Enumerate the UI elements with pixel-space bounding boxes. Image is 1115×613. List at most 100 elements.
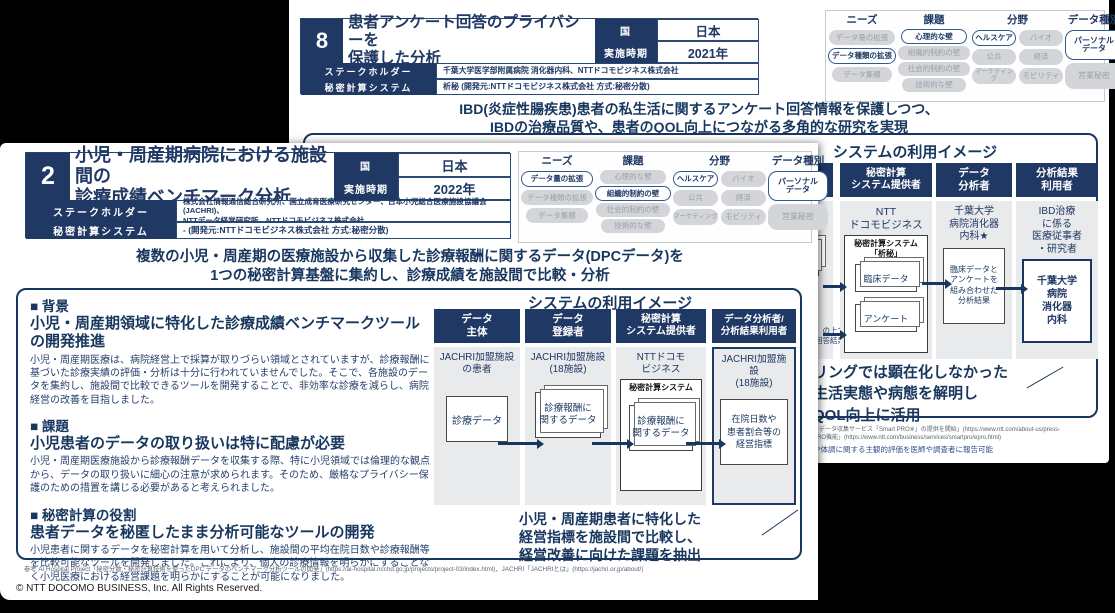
slide8-period-value: 2021年 (657, 41, 759, 63)
document-icon: 臨床データと アンケートを 組み合わせた 分析結果 (943, 247, 1005, 324)
tag-col-issues: 課題 心理的な壁 組織的制約の壁 社会的制約の壁 技術的な壁 (595, 155, 671, 239)
tag-pill: マーケティング (972, 68, 1016, 84)
column-body: 千葉大学 病院消化器 内科★ (949, 206, 999, 242)
tag-pill: 組織的制約の壁 (898, 46, 970, 60)
document-icon: 診療報酬に 関するデータ (535, 392, 601, 439)
tag-pill: 営業秘密 (1065, 63, 1115, 89)
slide2-country-value: 日本 (398, 153, 511, 177)
document-icon: 診療報酬に 関するデータ (629, 405, 693, 452)
slide2-title: 小児・周産期病院における施設間の 診療成績ベンチマーク分析 (70, 145, 334, 207)
tag-col-title: 分野 (709, 155, 730, 167)
secure-computing-label: 秘密計算システム (629, 383, 693, 393)
document-icon: 在院日数や 患者割合等の 経営指標 (720, 398, 788, 465)
tag-pill: 社会的制約の壁 (596, 203, 670, 217)
column-panel: JACHRI加盟施設 (18施設) 在院日数や 患者割合等の 経営指標 (712, 347, 796, 505)
slide2-diagram: システムの利用イメージ データ 主体 JACHRI加盟施設 の患者 診療データ … (420, 292, 800, 563)
tag-pill: バイオ (1019, 30, 1063, 46)
column-body: JACHRI加盟施設 (18施設) (530, 352, 606, 376)
document-icon: アンケート (855, 304, 917, 333)
tag-pill: データ集積 (526, 208, 588, 223)
caption-connector-line (761, 509, 799, 536)
slide-2-sheet: 2 小児・周産期病院における施設間の 診療成績ベンチマーク分析 国 日本 実施時… (0, 143, 828, 600)
tag-col-title: ニーズ (541, 155, 573, 167)
slide8-col-provider: 秘密計算 システム提供者 NTT ドコモビジネス 秘密計算システム 「析秘」 臨… (840, 163, 932, 359)
slide2-col-provider: 秘密計算 システム提供者 NTTドコモ ビジネス 秘密計算システム 診療報酬に … (616, 309, 706, 505)
tag-col-fields: 分野 ヘルスケア バイオ 公共 経済 マーケティング モビリティ (673, 155, 766, 239)
slide8-number: 8 (301, 19, 343, 63)
tag-pill: データ種類の拡張 (521, 190, 593, 205)
tag-col-datatype: データ種別 パーソナル データ 営業秘密 (1065, 14, 1115, 98)
slide8-stakeholder-label: ステークホルダー (301, 63, 436, 79)
tag-pill: パーソナル データ (1065, 30, 1115, 60)
flow-arrow (996, 287, 1022, 290)
tag-col-datatype: データ種別 パーソナル データ 営業秘密 (768, 155, 828, 239)
tag-pill: 社会的制約の壁 (898, 62, 970, 76)
section-heading: ■ 課題 (30, 419, 69, 435)
column-header: データ分析者/ 分析結果利用者 (712, 309, 796, 343)
flow-arrow (686, 442, 720, 445)
column-body: JACHRI加盟施設 (18施設) (721, 354, 787, 390)
tag-col-title: 分野 (1007, 14, 1028, 26)
tag-pill: パーソナル データ (768, 171, 828, 201)
slide2-number: 2 (26, 153, 70, 200)
slide2-col-registrant: データ 登録者 JACHRI加盟施設 (18施設) 診療報酬に 関するデータ (525, 309, 611, 505)
secure-computing-box: 秘密計算システム 診療報酬に 関するデータ (620, 379, 702, 492)
slide2-system-value: - (開発元:NTTドコモビジネス株式会社 方式:秘密分散) (176, 222, 511, 239)
column-header: データ 主体 (434, 309, 520, 343)
flow-arrow (823, 285, 841, 288)
tag-col-needs: ニーズ データ量の拡張 データ種類の拡張 データ集積 (828, 14, 896, 98)
slide8-caption: リングでは顕在化しなかった 生活実態や病態を解明し QOL向上に活用 (813, 364, 1009, 424)
column-header: 秘密計算 システム提供者 (840, 163, 932, 197)
tag-pill: データ集積 (832, 67, 892, 82)
section-heading: ■ 背景 (30, 299, 69, 314)
tag-col-title: 課題 (622, 155, 644, 167)
tag-pill: モビリティ (721, 209, 766, 225)
slide8-footnote-1: るデータ収集サービス「Smart PRO※」の提供を開始」(https://ww… (813, 427, 1061, 433)
slide8-stakeholder-value: 千葉大学医学部附属病院 消化器内科、NTTドコモビジネス株式会社 (436, 63, 759, 79)
tag-pill: データ量の拡張 (829, 30, 895, 45)
slide8-header: 8 患者アンケート回答のプライバシーを 保護した分析 国 日本 実施時期 202… (300, 14, 759, 95)
tag-col-issues: 課題 心理的な壁 組織的制約の壁 社会的制約の壁 技術的な壁 (898, 14, 970, 98)
tag-pill: マーケティング (673, 209, 718, 225)
tag-pill: 公共 (673, 190, 718, 206)
slide2-subtitle: 複数の小児・周産期の医療施設から収集した診療報酬に関するデータ(DPCデータ)を… (136, 249, 684, 284)
section-body: 小児患者に関するデータを秘密計算を用いて分析し、施設間の平均在院日数や診療報酬等… (30, 544, 430, 583)
slide8-col-analyst: データ 分析者 千葉大学 病院消化器 内科★ 臨床データと アンケートを 組み合… (936, 163, 1012, 359)
document-icon: 診療データ (446, 396, 508, 443)
tag-pill: 公共 (972, 49, 1016, 65)
column-panel: JACHRI加盟施設 (18施設) 診療報酬に 関するデータ (525, 347, 611, 505)
tag-col-title: データ種別 (771, 155, 825, 167)
slide8-period-label: 実施時期 (595, 41, 657, 63)
column-header: データ 分析者 (936, 163, 1012, 197)
column-panel: JACHRI加盟施設 の患者 診療データ (434, 347, 520, 505)
slide2-header: 2 小児・周産期病院における施設間の 診療成績ベンチマーク分析 国 日本 実施時… (25, 145, 511, 239)
tag-col-title: ニーズ (846, 14, 878, 26)
slide2-system-label: 秘密計算システム (26, 222, 176, 239)
tag-pill: 経済 (721, 190, 766, 206)
tag-pill: データ種類の拡張 (828, 48, 896, 64)
slide2-text-column: ■ 背景 小児・周産期領域に特化した診療成績ベンチマークツールの開発推進 小児・… (30, 295, 430, 584)
result-user-box: 千葉大学 病院 消化器 内科 (1022, 259, 1092, 343)
section-subheading: 小児・周産期領域に特化した診療成績ベンチマークツールの開発推進 (30, 315, 421, 351)
slide8-system-label: 秘密計算システム (301, 79, 436, 95)
tag-pill: 技術的な壁 (601, 219, 665, 233)
tag-pill: 心理的な壁 (600, 170, 666, 184)
slide2-stakeholder-value: 株式会社情報通信総合研究所、国立成育医療研究センター、日本小児総合医療施設協議会… (176, 197, 511, 225)
tag-pill: ヘルスケア (673, 171, 718, 187)
section-subheading: 小児患者のデータの取り扱いは特に配慮が必要 (30, 435, 346, 453)
slide2-country-label: 国 (334, 153, 398, 177)
tag-col-fields: 分野 ヘルスケア バイオ 公共 経済 マーケティング モビリティ (972, 14, 1063, 98)
column-header: 分析結果 利用者 (1016, 163, 1098, 197)
slide8-col-result-user: 分析結果 利用者 IBD治療 に係る 医療従事者 ・研究者 千葉大学 病院 消化… (1016, 163, 1098, 359)
slide8-diagram-title: システムの利用イメージ (832, 144, 998, 161)
slide2-content-box: ■ 背景 小児・周産期領域に特化した診療成績ベンチマークツールの開発推進 小児・… (16, 288, 802, 583)
flow-arrow (823, 333, 841, 336)
slide8-title: 患者アンケート回答のプライバシーを 保護した分析 (343, 14, 595, 67)
section-heading: ■ 秘密計算の役割 (30, 507, 137, 523)
tag-pill: ヘルスケア (972, 30, 1016, 46)
column-header: 秘密計算 システム提供者 (616, 309, 706, 343)
slide2-period-label: 実施時期 (334, 177, 398, 200)
slide8-subtitle: IBD(炎症性腸疾患)患者の私生活に関するアンケート回答情報を保護しつつ、 IB… (459, 101, 939, 135)
slide2-tag-panel: ニーズ データ量の拡張 データ種類の拡張 データ集積 課題 心理的な壁 組織的制… (518, 151, 828, 243)
column-panel: NTT ドコモビジネス 秘密計算システム 「析秘」 臨床データ アンケート (840, 201, 932, 359)
